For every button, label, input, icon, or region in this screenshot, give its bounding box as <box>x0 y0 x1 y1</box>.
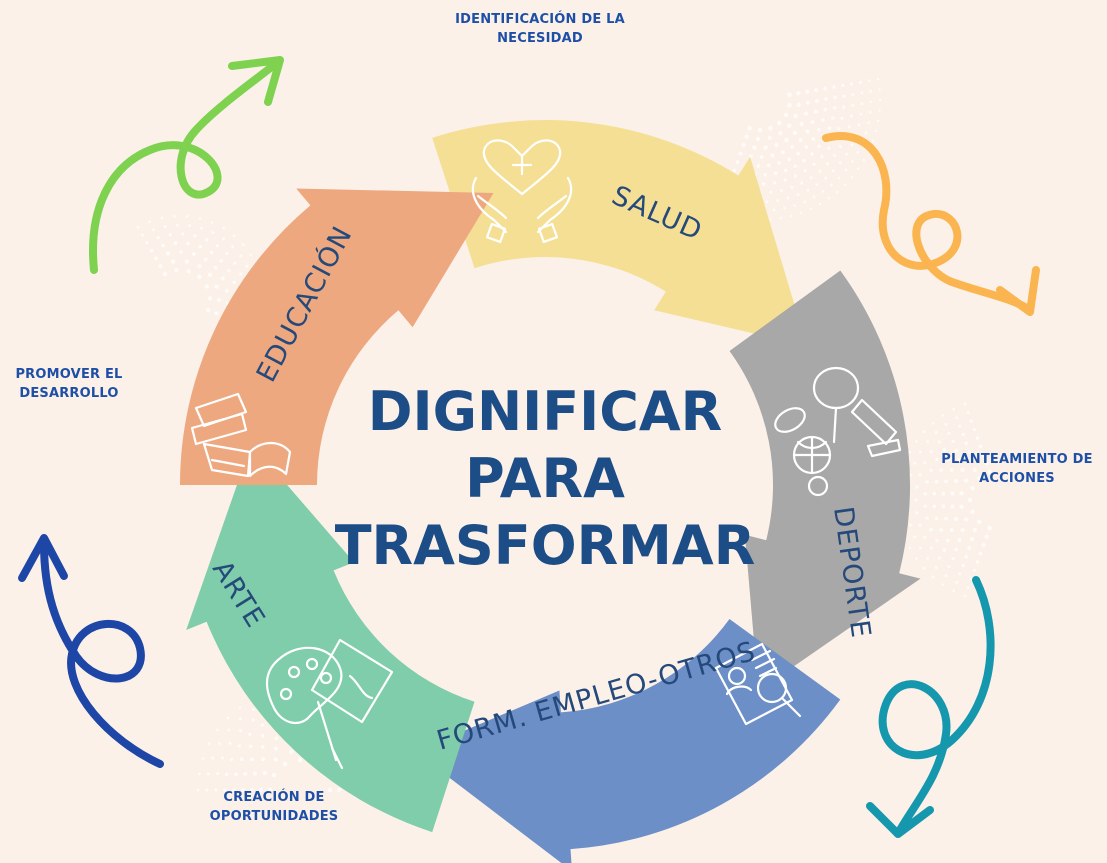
title-line-3: TRASFORMAR <box>335 514 756 577</box>
phase-label-top: IDENTIFICACIÓN DE LA NECESIDAD <box>455 12 625 46</box>
paint-palette-icon <box>265 638 394 770</box>
resume-search-icon <box>714 642 802 726</box>
orange-curly-arrow-icon <box>822 132 1040 316</box>
title-line-2: PARA <box>465 447 625 510</box>
segment-salud <box>432 120 807 346</box>
blue-curly-arrow-icon <box>18 534 164 768</box>
books-icon <box>190 392 292 478</box>
heart-hands-icon <box>471 139 573 244</box>
teal-curly-arrow-icon <box>866 576 995 838</box>
phase-label-right: PLANTEAMIENTO DE ACCIONES <box>941 452 1093 486</box>
sports-equipment-icon <box>774 366 902 497</box>
green-curly-arrow-icon <box>89 56 284 274</box>
title-line-1: DIGNIFICAR <box>368 380 723 443</box>
segment-formacion <box>415 619 841 863</box>
phase-label-left: PROMOVER EL DESARROLLO <box>15 367 123 401</box>
segment-arte <box>186 443 475 833</box>
segment-educacion <box>180 188 494 485</box>
phase-label-bottom: CREACIÓN DE OPORTUNIDADES <box>209 790 339 824</box>
